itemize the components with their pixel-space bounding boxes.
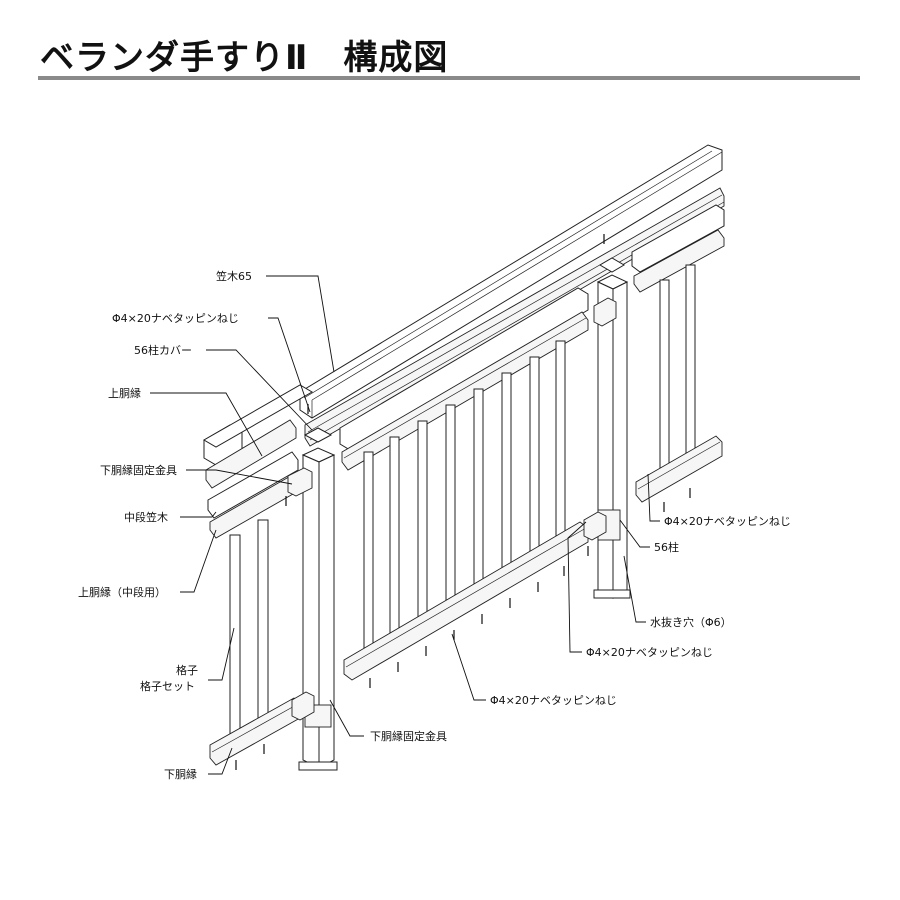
kasagi-top-rail (299, 144, 723, 419)
label-lower-rail: 下胴縁 (164, 767, 197, 781)
label-middle-kasagi: 中段笠木 (124, 510, 168, 524)
label-drain-hole: 水抜き穴（Φ6） (650, 615, 732, 629)
left-upper-rail-pieces (203, 384, 313, 539)
center-upper-rail (339, 287, 589, 471)
title-divider (38, 76, 860, 80)
left-post (298, 427, 338, 771)
lower-rail-brackets (287, 297, 617, 721)
label-lower-bracket-left: 下胴縁固定金具 (100, 463, 177, 477)
label-upper-rail-middle: 上胴縁（中段用） (78, 585, 166, 599)
label-lower-bracket-bottom: 下胴縁固定金具 (370, 729, 447, 743)
leader-lines (150, 275, 660, 775)
label-post56: 56柱 (654, 540, 679, 554)
label-screw-top: Φ4×20ナベタッピンねじ (112, 312, 239, 325)
label-screw-lower-right: Φ4×20ナベタッピンねじ (586, 646, 713, 659)
label-lattice-set: 格子セット (140, 679, 195, 693)
center-lower-rail (343, 521, 589, 681)
label-screw-lower-center: Φ4×20ナベタッピンねじ (490, 694, 617, 707)
right-upper-rail-pieces (631, 204, 725, 293)
center-lattice (363, 340, 566, 652)
page-title: ベランダ手すりⅡ 構成図 (40, 38, 449, 78)
label-lattice: 格子 (176, 663, 198, 677)
label-screw-right: Φ4×20ナベタッピンねじ (664, 515, 791, 528)
label-upper-rail: 上胴縁 (108, 386, 141, 400)
screws (235, 234, 691, 770)
left-lattice-set (209, 519, 301, 766)
label-kasagi65: 笠木65 (216, 269, 252, 283)
right-lattice-set (635, 264, 723, 503)
right-post (593, 257, 631, 599)
label-post-cover: 56柱カバー (134, 343, 192, 357)
